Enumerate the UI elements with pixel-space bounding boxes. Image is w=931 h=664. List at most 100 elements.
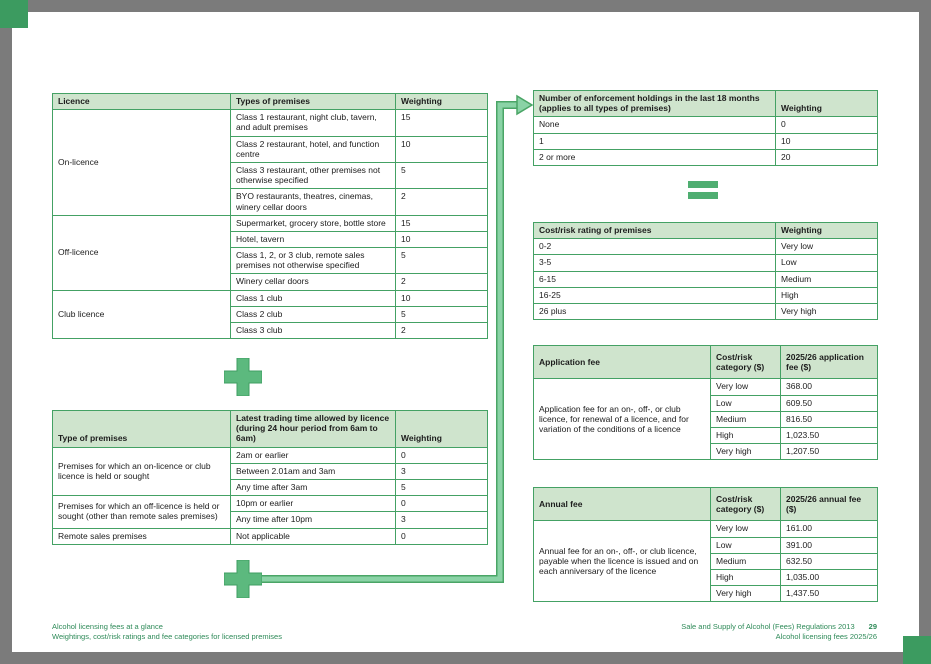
weighting-cell: 10 xyxy=(395,230,488,249)
plus-icon xyxy=(223,357,263,397)
premises-cell: Class 2 restaurant, hotel, and function … xyxy=(230,135,396,163)
footer-right-line1: Sale and Supply of Alcohol (Fees) Regula… xyxy=(681,622,855,631)
table-row: Remote sales premises Not applicable 0 xyxy=(52,527,488,545)
header-row: Number of enforcement holdings in the la… xyxy=(533,89,878,118)
category-cell: Medium xyxy=(710,552,781,570)
licence-group-cell: On-licence xyxy=(52,109,231,216)
premises-group-cell: Remote sales premises xyxy=(52,527,231,545)
description-cell: Annual fee for an on-, off-, or club lic… xyxy=(533,520,711,603)
category-cell: Very low xyxy=(710,520,781,538)
trading-time-weighting-table: Type of premises Latest trading time all… xyxy=(52,410,488,545)
premises-cell: Supermarket, grocery store, bottle store xyxy=(230,214,396,232)
time-cell: 10pm or earlier xyxy=(230,495,396,513)
column-header: Cost/risk category ($) xyxy=(710,486,781,522)
table-row: Any time after 3am 5 xyxy=(53,478,488,497)
column-header: Types of premises xyxy=(230,92,396,111)
table-row: Annual fee for an on-, off-, or club lic… xyxy=(533,520,878,603)
fee-cell: 1,035.00 xyxy=(780,568,878,587)
corner-mark-top-left xyxy=(0,0,28,28)
weighting-cell: 3 xyxy=(395,511,488,529)
footer-right: Sale and Supply of Alcohol (Fees) Regula… xyxy=(681,622,877,642)
table-row: Between 2.01am and 3am 3 xyxy=(53,462,488,480)
table-row: 26 plus Very high xyxy=(533,302,878,321)
header-row: Cost/risk rating of premises Weighting xyxy=(533,221,878,240)
table-row: High 1,035.00 xyxy=(534,568,878,587)
table-row: Off-licence Supermarket, grocery store, … xyxy=(52,214,488,291)
table-row: 0-2 Very low xyxy=(533,238,878,256)
rating-cell: 0-2 xyxy=(533,238,776,256)
table-row: Club licence Class 1 club 10 xyxy=(52,289,488,340)
fee-cell: 632.50 xyxy=(780,552,878,570)
table-row: Hotel, tavern 10 xyxy=(53,230,488,249)
corner-mark-bottom-right xyxy=(903,636,931,664)
rating-cell: 16-25 xyxy=(533,286,776,304)
row-label-cell: 2 or more xyxy=(533,148,776,166)
table-row: Medium 632.50 xyxy=(534,552,878,570)
weighting-cell: 5 xyxy=(395,305,488,324)
fee-cell: 1,207.50 xyxy=(780,443,878,461)
column-header: Application fee xyxy=(533,344,711,380)
column-header: 2025/26 annual fee ($) xyxy=(780,486,878,522)
table-row: Class 2 restaurant, hotel, and function … xyxy=(53,135,488,163)
weighting-cell: 0 xyxy=(775,116,878,134)
table-row: 16-25 High xyxy=(533,286,878,304)
column-header: Latest trading time allowed by licence (… xyxy=(230,410,396,448)
weighting-cell: 0 xyxy=(395,527,488,545)
weighting-cell: 10 xyxy=(395,135,488,163)
category-cell: Very low xyxy=(710,378,781,396)
category-cell: Low xyxy=(710,394,781,412)
column-header: Type of premises xyxy=(52,410,231,448)
table-row: High 1,023.50 xyxy=(534,426,878,445)
header-row: Annual fee Cost/risk category ($) 2025/2… xyxy=(533,486,878,522)
category-cell: Medium xyxy=(775,270,878,288)
weighting-cell: 2 xyxy=(395,321,488,340)
header-row: Licence Types of premises Weighting xyxy=(52,92,488,111)
header-row: Application fee Cost/risk category ($) 2… xyxy=(533,344,878,380)
premises-cell: Class 1, 2, or 3 club, remote sales prem… xyxy=(230,247,396,275)
table-row: On-licence Class 1 restaurant, night clu… xyxy=(52,109,488,216)
weighting-cell: 0 xyxy=(395,446,488,464)
header-row: Type of premises Latest trading time all… xyxy=(52,410,488,448)
page-number: 29 xyxy=(868,622,877,631)
column-header: Weighting xyxy=(775,221,878,240)
premises-cell: Class 1 club xyxy=(230,289,396,307)
table-row: Premises for which an on-licence or club… xyxy=(52,446,488,497)
column-header: Cost/risk rating of premises xyxy=(533,221,776,240)
row-label-cell: None xyxy=(533,116,776,134)
premises-cell: Class 3 club xyxy=(230,321,396,340)
category-cell: Medium xyxy=(710,410,781,428)
description-cell: Application fee for an on-, off-, or clu… xyxy=(533,378,711,461)
fee-cell: 1,437.50 xyxy=(780,585,878,603)
premises-cell: Winery cellar doors xyxy=(230,273,396,291)
time-cell: 2am or earlier xyxy=(230,446,396,464)
category-cell: Low xyxy=(710,536,781,554)
fee-cell: 368.00 xyxy=(780,378,878,396)
fee-cell: 161.00 xyxy=(780,520,878,538)
table-row: Application fee for an on-, off-, or clu… xyxy=(533,378,878,461)
rating-cell: 26 plus xyxy=(533,302,776,321)
weighting-cell: 5 xyxy=(395,161,488,190)
table-row: 1 10 xyxy=(533,132,878,150)
table-row: None 0 xyxy=(533,116,878,134)
equals-icon xyxy=(688,181,718,199)
table-row: BYO restaurants, theatres, cinemas, wine… xyxy=(53,188,488,216)
premises-group-cell: Premises for which an off-licence is hel… xyxy=(52,495,231,529)
weighting-cell: 10 xyxy=(395,289,488,307)
fee-cell: 391.00 xyxy=(780,536,878,554)
licence-group-cell: Off-licence xyxy=(52,214,231,291)
column-header: Weighting xyxy=(775,89,878,118)
application-fee-table: Application fee Cost/risk category ($) 2… xyxy=(533,344,878,461)
premises-group-cell: Premises for which an on-licence or club… xyxy=(52,446,231,497)
weighting-cell: 20 xyxy=(775,148,878,166)
row-label-cell: 1 xyxy=(533,132,776,150)
table-row: Winery cellar doors 2 xyxy=(53,273,488,291)
premises-cell: Class 3 restaurant, other premises not o… xyxy=(230,161,396,190)
weighting-cell: 2 xyxy=(395,273,488,291)
weighting-cell: 2 xyxy=(395,188,488,216)
category-cell: Very low xyxy=(775,238,878,256)
column-header: Weighting xyxy=(395,92,488,111)
fee-cell: 1,023.50 xyxy=(780,426,878,445)
weighting-cell: 10 xyxy=(775,132,878,150)
weighting-cell: 15 xyxy=(395,109,488,137)
footer-right-line2: Alcohol licensing fees 2025/26 xyxy=(775,632,877,641)
